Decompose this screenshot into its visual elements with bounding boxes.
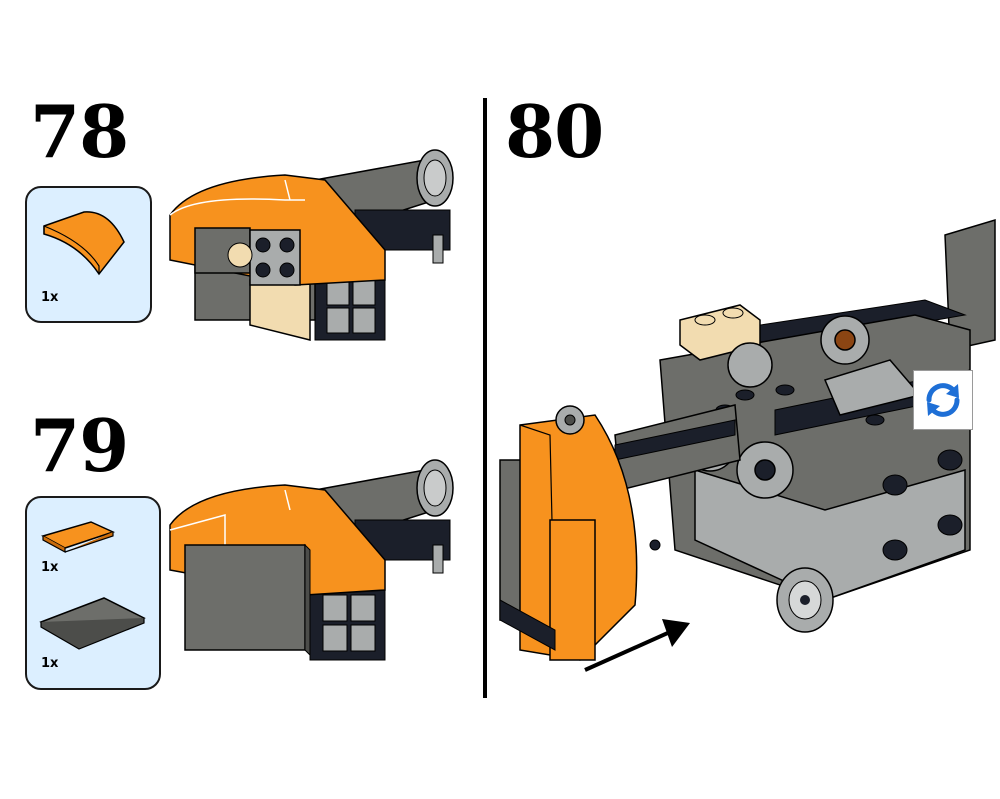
part-orange-tile-icon [41, 514, 121, 554]
arrow-icon [580, 615, 700, 675]
part-quantity: 1x [41, 560, 58, 575]
step-number-80: 80 [505, 96, 603, 168]
rotate-arrows-icon [921, 378, 965, 422]
step-number-78: 78 [30, 96, 128, 168]
page-divider [483, 98, 487, 698]
step-80-model-illustration [495, 220, 995, 680]
step-78-model-illustration [165, 140, 475, 340]
part-quantity: 1x [41, 290, 58, 305]
rotate-model-button[interactable] [913, 370, 973, 430]
part-dark-gray-tile-icon [39, 592, 149, 652]
step-number-79: 79 [30, 410, 128, 482]
step-79-model-illustration [165, 450, 475, 670]
parts-callout-79: 1x 1x [25, 496, 161, 690]
parts-callout-78: 1x [25, 186, 152, 323]
part-orange-curved-slope-icon [39, 204, 139, 274]
part-quantity: 1x [41, 656, 58, 671]
